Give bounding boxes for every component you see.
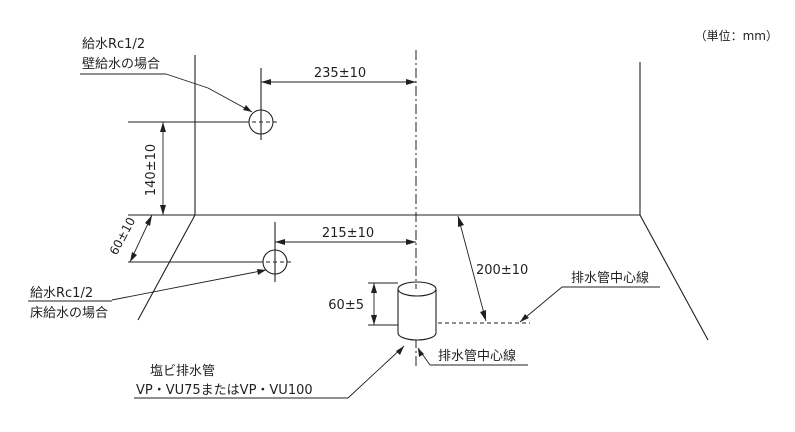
dimension-235 — [261, 79, 416, 85]
dimension-140-label: 140±10 — [144, 144, 159, 196]
dimension-215-label: 215±10 — [322, 226, 374, 241]
drain-pipe-cylinder — [397, 281, 437, 341]
wall-supply-symbol — [128, 68, 279, 140]
drain-center-label-right: 排水管中心線 — [571, 270, 649, 286]
dimension-60-vertical-label: 60±5 — [328, 298, 364, 313]
floor-supply-leader — [111, 269, 267, 301]
unit-note: （単位：mm） — [695, 28, 778, 43]
dimension-60-diagonal-label: 60±10 — [107, 215, 138, 257]
wall-supply-label-1: 給水Rc1/2 — [82, 37, 145, 52]
room-outline — [137, 55, 709, 341]
dimension-235-label: 235±10 — [314, 66, 366, 81]
dimension-200 — [457, 215, 487, 322]
dimension-200-label: 200±10 — [476, 263, 528, 278]
wall-supply-label-2: 壁給水の場合 — [82, 57, 160, 72]
drain-pipe-label-2: VP・VU75またはVP・VU100 — [136, 383, 313, 398]
drain-center-label-bottom: 排水管中心線 — [438, 348, 516, 364]
floor-supply-symbol — [128, 222, 293, 282]
dimension-215 — [275, 239, 416, 245]
dimension-60-diagonal — [129, 214, 153, 263]
drain-pipe-label-1: 塩ビ排水管 — [150, 364, 215, 379]
floor-supply-label-2: 床給水の場合 — [30, 306, 108, 321]
dimension-60-vertical — [368, 282, 398, 326]
floor-supply-label-1: 給水Rc1/2 — [30, 286, 93, 301]
dimension-140 — [128, 122, 195, 216]
